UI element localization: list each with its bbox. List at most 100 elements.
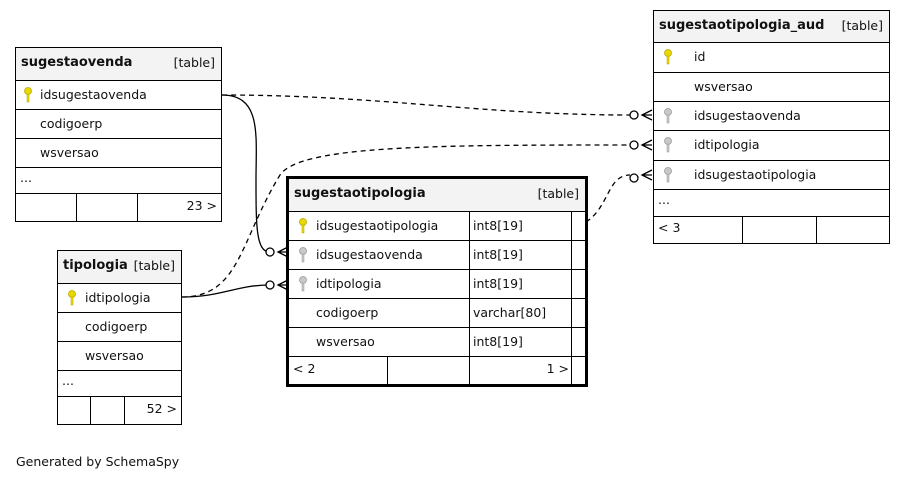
column-type: int8[19] — [473, 334, 523, 349]
crowfoot-marker — [640, 169, 653, 181]
footer-divider — [90, 397, 91, 424]
column-name: codigoerp — [316, 305, 379, 320]
column-name: codigoerp — [85, 319, 148, 334]
table-footer: 52 > — [58, 397, 181, 424]
footer-divider — [469, 357, 470, 384]
column-type: int8[19] — [473, 218, 523, 233]
column-row[interactable]: idsugestaovenda int8[19] — [289, 241, 585, 270]
table-name[interactable]: sugestaotipologia_aud — [659, 18, 825, 33]
generated-by-label: Generated by SchemaSpy — [16, 454, 180, 469]
more-columns-row: ... — [58, 371, 181, 397]
relation-tipologia-aud — [181, 144, 631, 298]
column-name: idsugestaovenda — [40, 87, 147, 102]
footer-divider — [742, 216, 743, 243]
column-row[interactable]: codigoerp varchar[80] — [289, 299, 585, 328]
scroll-divider — [571, 241, 572, 269]
table-tipologia[interactable]: tipologia [table] idtipologia codigoerp … — [57, 250, 182, 425]
children-link[interactable]: 1 > — [546, 361, 569, 376]
more-indicator: ... — [20, 170, 32, 185]
more-columns-row: ... — [16, 168, 221, 194]
table-footer: < 3 — [654, 216, 889, 243]
column-name: idtipologia — [85, 290, 151, 305]
type-divider — [469, 212, 470, 240]
table-name[interactable]: tipologia — [63, 258, 128, 273]
column-name: codigoerp — [40, 116, 103, 131]
footer-divider — [387, 357, 388, 384]
primary-key-icon — [663, 49, 673, 68]
type-divider — [469, 270, 470, 298]
table-name[interactable]: sugestaovenda — [21, 55, 133, 70]
column-name: idtipologia — [694, 137, 760, 152]
foreign-key-icon — [298, 247, 308, 266]
column-row[interactable]: id — [654, 43, 889, 73]
scroll-divider — [571, 212, 572, 240]
relation-sugestaovenda-sugestaotipologia — [221, 94, 271, 253]
optional-end-marker — [629, 110, 639, 120]
column-name: wsversao — [85, 348, 144, 363]
column-row[interactable]: wsversao — [58, 342, 181, 371]
footer-divider — [137, 194, 138, 221]
column-row[interactable]: wsversao int8[19] — [289, 328, 585, 357]
optional-end-marker — [265, 280, 275, 290]
column-row[interactable]: idsugestaotipologia int8[19] — [289, 212, 585, 241]
column-row[interactable]: wsversao — [16, 139, 221, 168]
type-divider — [469, 328, 470, 356]
table-header: sugestaotipologia_aud [table] — [654, 11, 889, 43]
column-row[interactable]: codigoerp — [16, 110, 221, 139]
footer-divider — [124, 397, 125, 424]
column-name: wsversao — [694, 79, 753, 94]
scroll-divider — [571, 270, 572, 298]
column-name: wsversao — [316, 334, 375, 349]
table-tag: [table] — [537, 186, 579, 201]
column-name: idsugestaovenda — [316, 247, 423, 262]
primary-key-icon — [67, 290, 77, 309]
column-row[interactable]: idsugestaovenda — [654, 102, 889, 131]
column-row[interactable]: codigoerp — [58, 313, 181, 342]
optional-end-marker — [629, 173, 639, 183]
more-indicator: ... — [658, 192, 670, 207]
table-footer: < 2 1 > — [289, 357, 585, 384]
table-tag: [table] — [133, 258, 175, 273]
column-name: idsugestaotipologia — [694, 167, 817, 182]
more-indicator: ... — [62, 373, 74, 388]
column-name: id — [694, 49, 706, 64]
column-row[interactable]: idtipologia — [654, 131, 889, 161]
parents-link[interactable]: < 3 — [658, 220, 681, 235]
table-tag: [table] — [173, 55, 215, 70]
table-header: sugestaotipologia [table] — [289, 179, 585, 212]
column-row[interactable]: idtipologia int8[19] — [289, 270, 585, 299]
column-name: wsversao — [40, 145, 99, 160]
children-link[interactable]: 23 > — [186, 198, 217, 213]
optional-end-marker — [265, 247, 275, 257]
footer-divider — [76, 194, 77, 221]
foreign-key-icon — [663, 167, 673, 186]
crowfoot-marker — [640, 139, 653, 151]
optional-end-marker — [629, 140, 639, 150]
column-row[interactable]: idsugestaotipologia — [654, 161, 889, 190]
table-sugestaovenda[interactable]: sugestaovenda [table] idsugestaovenda co… — [15, 47, 222, 222]
children-link[interactable]: 52 > — [146, 401, 177, 416]
table-sugestaotipologia-aud[interactable]: sugestaotipologia_aud [table] id wsversa… — [653, 10, 890, 244]
column-name: idsugestaovenda — [694, 108, 801, 123]
column-row[interactable]: idtipologia — [58, 284, 181, 313]
footer-divider — [816, 216, 817, 243]
foreign-key-icon — [298, 276, 308, 295]
primary-key-icon — [298, 218, 308, 237]
column-name: idsugestaotipologia — [316, 218, 439, 233]
table-sugestaotipologia[interactable]: sugestaotipologia [table] idsugestaotipo… — [286, 176, 588, 387]
table-header: sugestaovenda [table] — [16, 48, 221, 81]
table-name[interactable]: sugestaotipologia — [294, 186, 426, 201]
type-divider — [469, 241, 470, 269]
foreign-key-icon — [663, 108, 673, 127]
foreign-key-icon — [663, 137, 673, 156]
column-row[interactable]: idsugestaovenda — [16, 81, 221, 110]
more-columns-row: ... — [654, 190, 889, 217]
crowfoot-marker — [640, 109, 653, 121]
column-type: int8[19] — [473, 247, 523, 262]
table-header: tipologia [table] — [58, 251, 181, 284]
scroll-divider — [571, 299, 572, 327]
column-row[interactable]: wsversao — [654, 73, 889, 102]
parents-link[interactable]: < 2 — [293, 361, 316, 376]
type-divider — [469, 299, 470, 327]
